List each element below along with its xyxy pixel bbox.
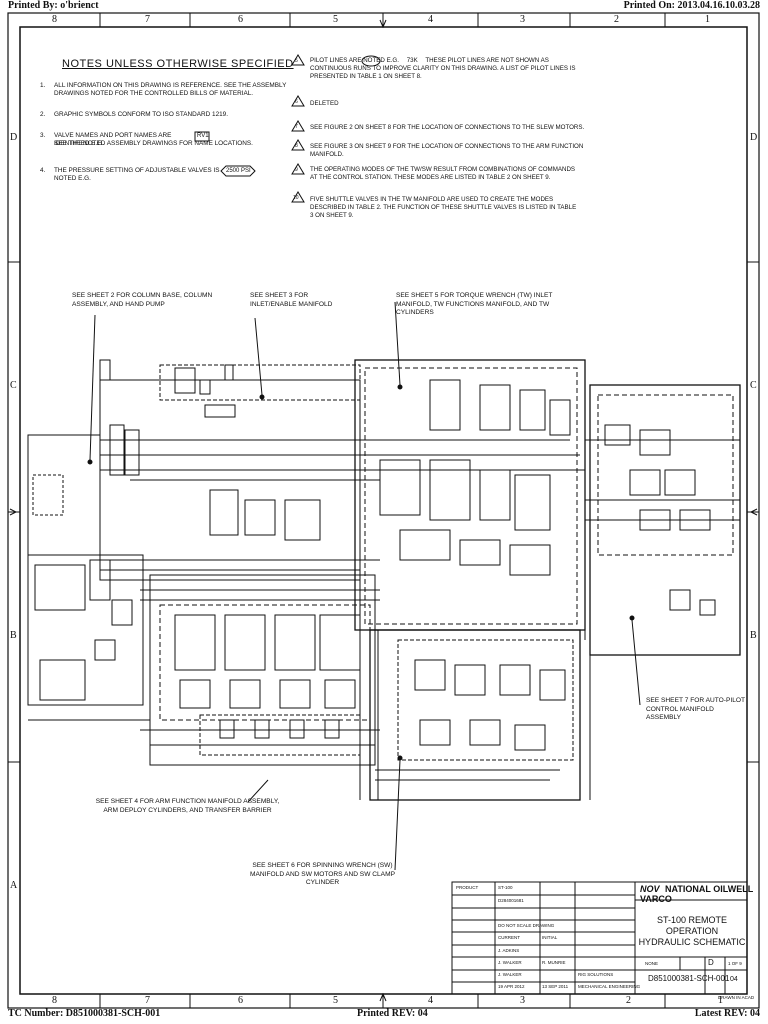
tb-product: ST-100 [498,885,513,890]
company-name: NOV NATIONAL OILWELL VARCO [640,884,754,904]
flag-num-9: 9 [295,167,298,173]
zone-row-c: C [10,380,17,391]
tb-dwg-number: D284001681 [498,898,524,903]
printed-rev: Printed REV: 04 [357,1008,428,1019]
tag-rv1: RV1 [197,133,209,139]
tb-drawn-in: DRAWN IN ACAD [718,995,755,1000]
tb-date-2: 13 SEP 2011 [542,984,569,989]
zone-col-7-bottom: 7 [145,995,150,1006]
sheet-value: 1 OF 9 [728,961,742,966]
flag-note-10: FIVE SHUTTLE VALVES IN THE TW MANIFOLD A… [310,196,577,219]
zone-col-4: 4 [428,14,433,25]
tag-2500-psi: 2500 PSI [226,168,251,174]
zone-row-a: A [10,880,18,891]
tb-date-1: 19 APR 2012 [498,984,525,989]
zone-col-7: 7 [145,14,150,25]
zone-col-3-bottom: 3 [520,995,525,1006]
callout-sheet-6: SEE SHEET 6 FOR SPINNING WRENCH (SW) MAN… [250,862,395,886]
zone-col-5: 5 [333,14,338,25]
callout-sheet-2: SEE SHEET 2 FOR COLUMN BASE, COLUMN ASSE… [72,292,213,308]
tb-dept: RIG SOLUTIONS [578,972,614,977]
zone-col-4-bottom: 4 [428,995,433,1006]
zone-col-6: 6 [238,14,243,25]
printed-on: Printed On: 2013.04.16.10.03.28 [623,0,760,11]
tb-current: CURRENT [498,935,520,940]
doc-number: D851000381-SCH-001 [648,974,730,983]
zone-row-b: B [10,630,17,641]
tb-designed: J. ADKINS [498,948,520,953]
note-4: 4. THE PRESSURE SETTING OF ADJUSTABLE VA… [40,167,251,182]
note-1: 1. ALL INFORMATION ON THIS DRAWING IS RE… [40,82,287,97]
zone-row-c-right: C [750,380,757,391]
zone-col-1-bottom: 1 [718,995,723,1006]
zone-row-d-right: D [750,132,758,143]
callout-sheet-7: SEE SHEET 7 FOR AUTO-PILOT CONTROL MANIF… [646,697,745,721]
tb-do-not-scale: DO NOT SCALE DRAWING [498,923,555,928]
notes-title: NOTES UNLESS OTHERWISE SPECIFIED [62,58,294,70]
flag-num-5: 5 [295,58,298,64]
tb-drawn: J. WALKER [498,960,522,965]
zone-row-b-right: B [750,630,757,641]
zone-col-1: 1 [705,14,710,25]
flag-note-8: SEE FIGURE 3 ON SHEET 9 FOR THE LOCATION… [310,143,584,158]
tb-approved: R. MUNRIE [542,960,566,965]
flag-note-5: PILOT LINES ARE NOTED e.g. 73K THESE PIL… [310,57,576,80]
flag-num-7: 7 [295,124,298,130]
printed-by: Printed By: o'brienct [8,0,99,11]
nov-logo: NOV [640,884,660,894]
zone-col-2: 2 [614,14,619,25]
zone-col-8-bottom: 8 [52,995,57,1006]
callout-sheet-3: SEE SHEET 3 FOR INLET/ENABLE MANIFOLD [250,292,333,308]
size-value: D [708,958,714,967]
flag-note-6: DELETED [310,100,339,107]
callout-sheet-5: SEE SHEET 5 FOR TORQUE WRENCH (TW) INLET… [396,292,553,316]
zone-col-3: 3 [520,14,525,25]
tb-eng: MECHANICAL ENGINEERING [578,984,641,989]
flag-num-8: 8 [295,143,298,149]
callout-sheet-4: SEE SHEET 4 FOR ARM FUNCTION MANIFOLD AS… [95,798,280,814]
drawing-title: ST-100 REMOTE OPERATION HYDRAULIC SCHEMA… [638,915,746,947]
note-2: 2. GRAPHIC SYMBOLS CONFORM TO ISO STANDA… [40,111,229,118]
flag-note-9: THE OPERATING MODES OF THE TW/SW RESULT … [310,166,576,181]
zone-row-d: D [10,132,18,143]
tb-product-label: PRODUCT [456,885,479,890]
zone-col-5-bottom: 5 [333,995,338,1006]
flag-num-6: 6 [295,99,298,105]
zone-col-6-bottom: 6 [238,995,243,1006]
flag-note-7: SEE FIGURE 2 ON SHEET 8 FOR THE LOCATION… [310,124,585,131]
zone-col-2-bottom: 2 [626,995,631,1006]
tb-checked: J. WALKER [498,972,522,977]
tag-73k: 73K [406,57,418,64]
zone-col-8: 8 [52,14,57,25]
note-3: 3. VALVE NAMES AND PORT NAMES ARE IDENTI… [40,132,253,147]
tb-initial: INITIAL [542,935,558,940]
latest-rev: Latest REV: 04 [694,1008,760,1019]
rev-value: 04 [730,976,738,983]
flag-num-10: 10 [293,195,299,201]
scale-value: NONE [645,961,659,966]
tc-number: TC Number: D851000381-SCH-001 [8,1008,161,1019]
